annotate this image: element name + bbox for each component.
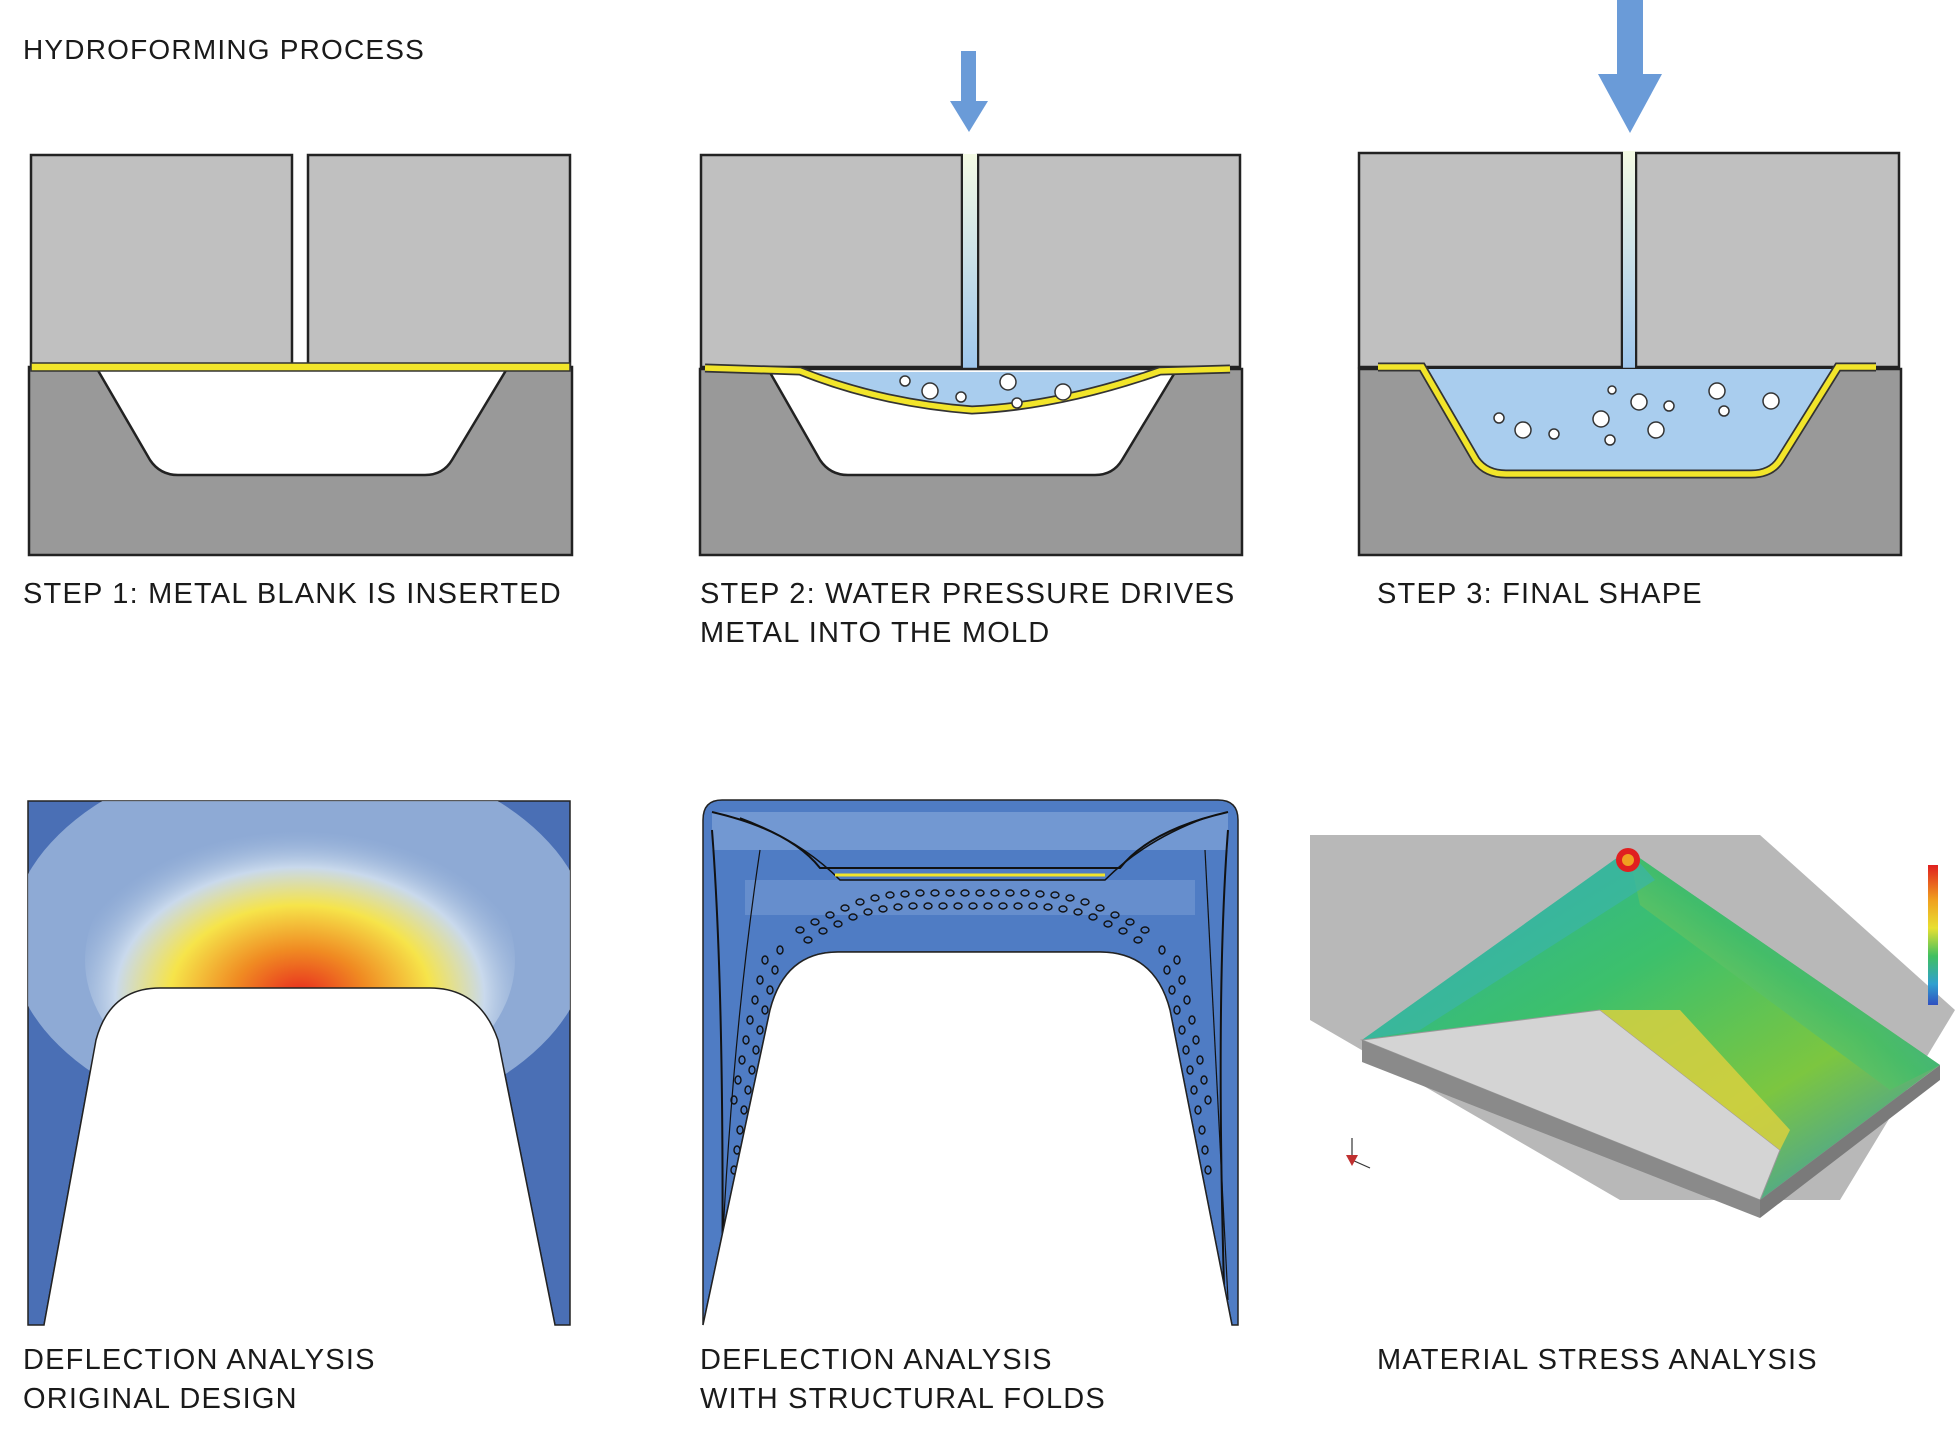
caption-line: MATERIAL STRESS ANALYSIS (1377, 1344, 1818, 1376)
deflection-original-caption: DEFLECTION ANALYSIS ORIGINAL DESIGN (23, 1341, 376, 1419)
caption-line: ORIGINAL DESIGN (23, 1383, 298, 1415)
upper-die-right (306, 153, 572, 369)
fold-line (1219, 829, 1229, 1321)
water-volume (1428, 369, 1834, 474)
caption-line: METAL INTO THE MOLD (700, 617, 1051, 649)
water-channel (1623, 151, 1635, 369)
upper-die-left (1357, 151, 1624, 369)
metal-blank (30, 362, 571, 372)
axis-triad-icon (1346, 1138, 1371, 1169)
caption-line: DEFLECTION ANALYSIS (700, 1344, 1053, 1376)
step1-diagram (27, 153, 574, 557)
fold-line (1204, 849, 1229, 1301)
lower-die (698, 367, 1244, 557)
material-stress-diagram (1310, 835, 1955, 1218)
upper-die-left (699, 153, 964, 369)
deflection-original-diagram (27, 800, 571, 1326)
caption-line: STEP 3: FINAL SHAPE (1377, 578, 1703, 610)
caption-line: WITH STRUCTURAL FOLDS (700, 1383, 1106, 1415)
deflection-folds-diagram (702, 799, 1239, 1326)
step2-caption: STEP 2: WATER PRESSURE DRIVES METAL INTO… (700, 575, 1235, 653)
material-stress-caption: MATERIAL STRESS ANALYSIS (1377, 1341, 1818, 1380)
deflection-folds-caption: DEFLECTION ANALYSIS WITH STRUCTURAL FOLD… (700, 1341, 1106, 1419)
lower-die (27, 365, 574, 557)
step2-diagram (698, 51, 1244, 557)
upper-die-left (29, 153, 294, 369)
caption-line: STEP 1: METAL BLANK IS INSERTED (23, 578, 562, 610)
pressure-arrow-icon (1598, 0, 1662, 133)
step1-caption: STEP 1: METAL BLANK IS INSERTED (23, 575, 562, 614)
page-title: HYDROFORMING PROCESS (23, 34, 426, 65)
water-channel (963, 154, 977, 369)
fold-line (711, 811, 1229, 869)
fold-line (739, 817, 1206, 881)
water-bubble-icon (1493, 382, 1780, 446)
step3-diagram (1357, 0, 1903, 557)
upper-die-right (976, 153, 1242, 369)
step3-caption: STEP 3: FINAL SHAPE (1377, 575, 1703, 614)
caption-line: DEFLECTION ANALYSIS (23, 1344, 376, 1376)
upper-die-right (1634, 151, 1901, 369)
caption-line: STEP 2: WATER PRESSURE DRIVES (700, 578, 1236, 610)
fold-perforations (730, 889, 1212, 1175)
pressure-arrow-icon (950, 51, 988, 132)
water-volume (800, 372, 1160, 412)
color-scale-legend (1928, 865, 1938, 1005)
water-bubble-icon (899, 373, 1072, 409)
